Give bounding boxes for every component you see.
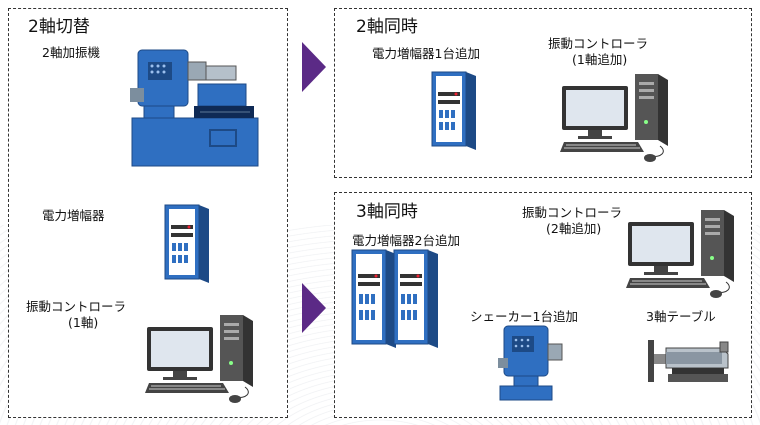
label-three-axis-table: 3軸テーブル bbox=[646, 309, 716, 324]
panel-title-two-axis-simultaneous: 2軸同時 bbox=[356, 17, 418, 37]
shaker-icon bbox=[498, 325, 563, 401]
label-add-one-amplifier: 電力増幅器1台追加 bbox=[372, 46, 480, 61]
power-amplifier-icon bbox=[431, 71, 476, 150]
label-vibration-controller-line2: (2軸追加) bbox=[546, 221, 602, 236]
pc-workstation-icon bbox=[626, 210, 734, 298]
panel-title-two-axis-switch: 2軸切替 bbox=[28, 17, 90, 37]
pc-workstation-icon bbox=[560, 74, 668, 162]
power-amplifier-pair-icon bbox=[351, 249, 438, 348]
panel-two-axis-simultaneous bbox=[334, 8, 752, 178]
pc-workstation-icon bbox=[145, 315, 253, 403]
label-add-two-amplifiers: 電力増幅器2台追加 bbox=[352, 233, 460, 248]
panel-title-three-axis-simultaneous: 3軸同時 bbox=[356, 202, 418, 222]
arrow-right-icon bbox=[302, 283, 326, 333]
label-vibration-controller-line2: (1軸) bbox=[68, 315, 99, 330]
label-power-amplifier: 電力増幅器 bbox=[42, 208, 105, 223]
label-vibration-controller-line2: (1軸追加) bbox=[572, 52, 628, 67]
label-vibration-controller-line1: 振動コントローラ bbox=[548, 36, 649, 51]
power-amplifier-icon bbox=[164, 204, 209, 283]
three-axis-table-icon bbox=[648, 340, 729, 382]
arrow-right-icon bbox=[302, 42, 326, 92]
label-vibration-controller-line1: 振動コントローラ bbox=[26, 299, 127, 314]
label-two-axis-shaker: 2軸加振機 bbox=[42, 45, 100, 60]
label-add-one-shaker: シェーカー1台追加 bbox=[470, 309, 578, 324]
label-vibration-controller-line1: 振動コントローラ bbox=[522, 205, 623, 220]
two-axis-shaker-icon bbox=[130, 49, 259, 167]
